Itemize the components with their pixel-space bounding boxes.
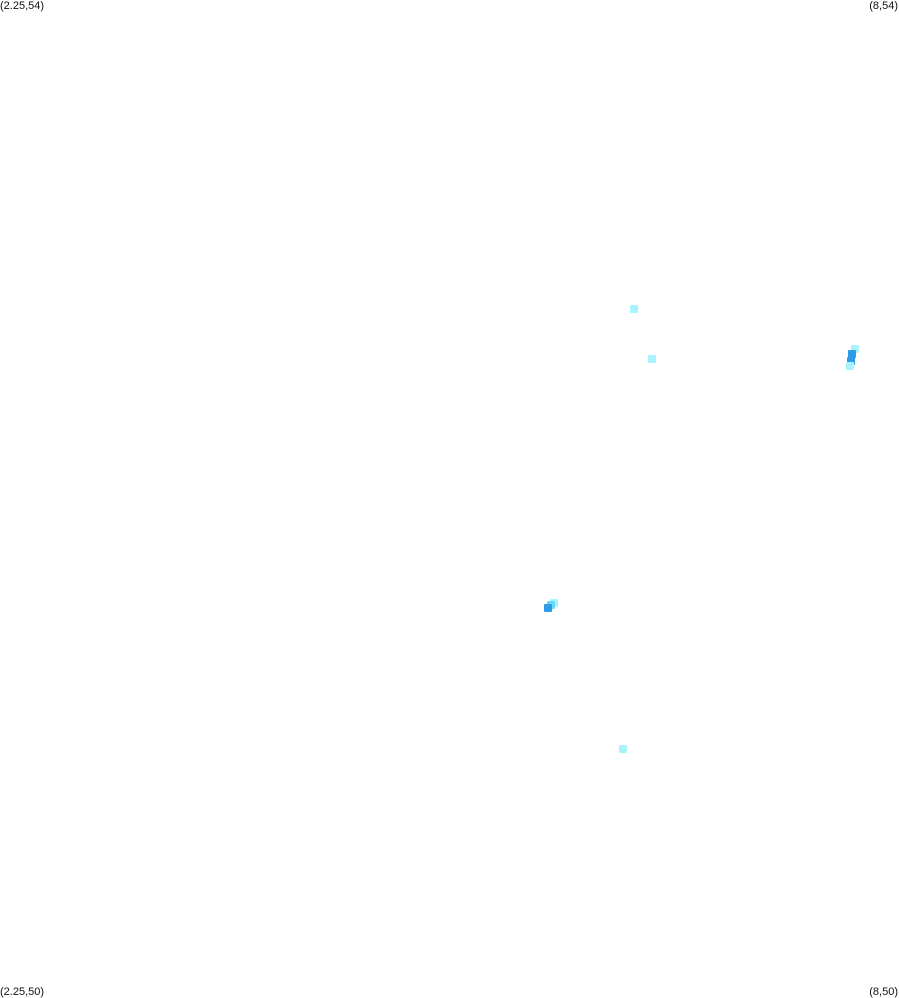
corner-label-top-left: (2.25,54) (0, 0, 45, 12)
corner-label-top-right: (8,54) (869, 0, 898, 12)
map-cell (847, 357, 856, 366)
map-cell (846, 362, 855, 371)
map-cell (544, 603, 553, 612)
map-cell (629, 304, 638, 313)
map-cell (647, 354, 656, 363)
map-cell (619, 745, 628, 754)
corner-label-bottom-left: (2.25,50) (0, 986, 45, 998)
map-cell (848, 349, 857, 358)
corner-label-bottom-right: (8,50) (869, 986, 898, 998)
map-cell (851, 344, 860, 353)
